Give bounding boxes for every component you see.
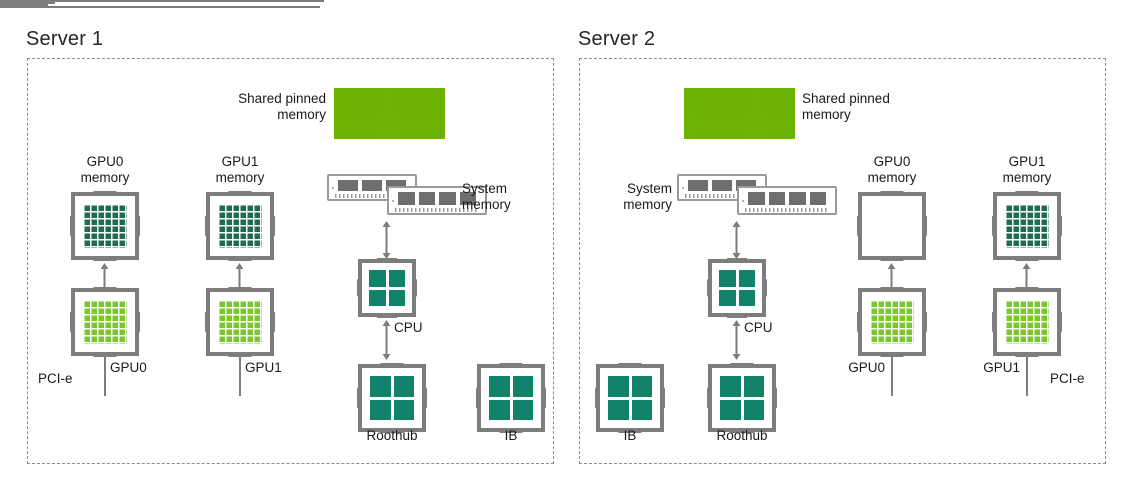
server2-roothub-chip (707, 363, 777, 433)
gpu0-fill (83, 300, 127, 344)
server2-gpu1-memory-chip (992, 191, 1062, 261)
gpu1-fill (1005, 300, 1049, 344)
server2-shared-pinned-memory-block (684, 88, 795, 139)
server2-gpu1-chip (992, 287, 1062, 357)
gpu0-fill (870, 300, 914, 344)
server1-ib-label: IB (504, 428, 518, 443)
server2-title: Server 2 (578, 28, 656, 50)
dimm-stick-front (737, 186, 837, 215)
server1-gpu0-memory-chip (70, 191, 140, 261)
server2-system-memory-label: System memory (623, 181, 672, 212)
server1-panel (27, 58, 554, 464)
server1-shared-pinned-memory-block (334, 88, 445, 139)
server2-gpu1-bus-stub (1026, 356, 1028, 396)
server1-gpu0-label: GPU0 (110, 360, 147, 375)
server2-panel (579, 58, 1106, 464)
server1-shared-pinned-memory-label: Shared pinned memory (238, 91, 326, 122)
server2-pcie-bus (0, 6, 320, 8)
server2-gpu0-memory-label: GPU0 memory (867, 154, 917, 185)
server1-cpu-roothub-arrow (381, 320, 392, 360)
server1-pcie-label: PCI-e (38, 371, 73, 386)
server1-gpu1-bus-stub (239, 356, 241, 396)
server1-roothub-label: Roothub (366, 428, 418, 443)
server2-ib-chip (595, 363, 665, 433)
server1-sysmem-cpu-arrow (381, 221, 392, 259)
gpu1-memory-fill (218, 204, 262, 248)
server2-pcie-label: PCI-e (1050, 371, 1085, 386)
server1-gpu0-memory-label: GPU0 memory (80, 154, 130, 185)
gpu0-memory-fill-empty (870, 204, 914, 248)
server2-gpu0-bus-stub (891, 356, 893, 396)
server2-gpu0-chip (857, 287, 927, 357)
gpu1-fill (218, 300, 262, 344)
server2-shared-pinned-memory-label: Shared pinned memory (802, 91, 890, 122)
server1-gpu0-bus-stub (104, 356, 106, 396)
dimm-stick-front (387, 186, 487, 215)
server1-gpu1-memory-chip (205, 191, 275, 261)
server1-gpu1-label: GPU1 (245, 360, 282, 375)
server2-cpu-chip (707, 258, 767, 318)
server1-system-memory-label: System memory (462, 181, 511, 212)
server2-gpu0-label: GPU0 (848, 360, 885, 375)
server1-gpu1-memory-label: GPU1 memory (215, 154, 265, 185)
server2-gpu1-memory-label: GPU1 memory (1002, 154, 1052, 185)
gpu0-memory-fill (83, 204, 127, 248)
server2-gpu1-label: GPU1 (983, 360, 1020, 375)
server2-cpu-roothub-arrow (731, 320, 742, 360)
server2-ib-roothub-link (0, 4, 48, 6)
server1-gpu1-chip (205, 287, 275, 357)
server1-roothub-ib-link (0, 2, 55, 4)
server2-ib-label: IB (623, 428, 637, 443)
server2-roothub-label: Roothub (716, 428, 768, 443)
server1-roothub-chip (357, 363, 427, 433)
server1-cpu-chip (357, 258, 417, 318)
gpu1-memory-fill (1005, 204, 1049, 248)
server1-ib-chip (476, 363, 546, 433)
server1-system-memory-icon (327, 174, 487, 218)
server2-cpu-label: CPU (744, 320, 773, 335)
server1-cpu-label: CPU (394, 320, 423, 335)
server2-system-memory-icon (677, 174, 837, 218)
server2-gpu0-memory-chip (857, 191, 927, 261)
server1-pcie-bus (0, 0, 324, 2)
server1-gpu0-chip (70, 287, 140, 357)
server1-title: Server 1 (26, 28, 104, 50)
server2-sysmem-cpu-arrow (731, 221, 742, 259)
